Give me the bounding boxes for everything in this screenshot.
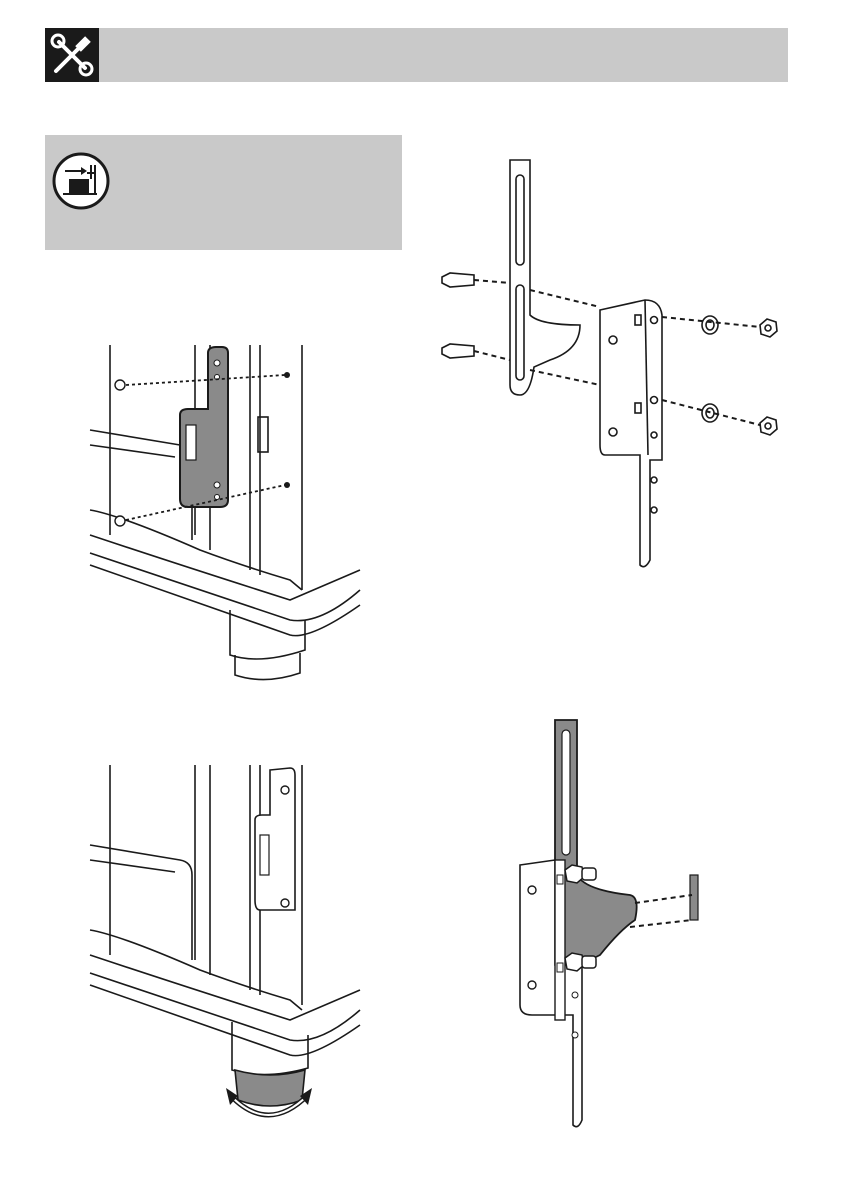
fig-foot-adjustment xyxy=(80,760,380,1140)
fig-bracket-assembly-exploded xyxy=(430,155,800,575)
fig-bracket-to-wall xyxy=(510,715,730,1135)
warning-box xyxy=(45,135,402,250)
header-bar xyxy=(45,28,788,82)
tools-icon xyxy=(45,28,99,82)
tip-protection-icon xyxy=(49,149,113,213)
fig-side-bracket-screws xyxy=(80,335,380,685)
